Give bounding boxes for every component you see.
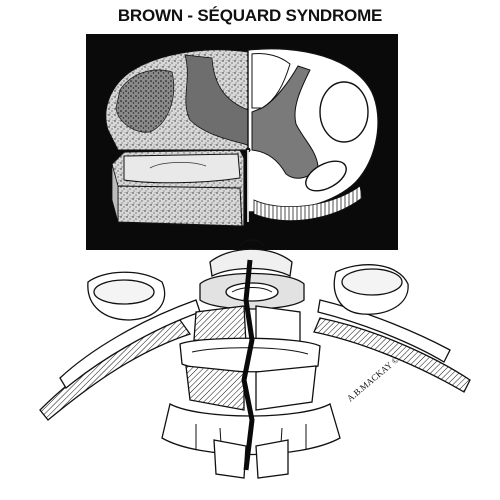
spinal-cord-cross-section xyxy=(86,34,398,250)
vertebral-body-2-right xyxy=(255,365,317,411)
vertebral-body-2 xyxy=(185,365,245,411)
cervical-vertebra xyxy=(39,239,471,479)
left-facet xyxy=(93,279,155,305)
intact-cut-edge xyxy=(253,185,363,221)
spinal-canal-cord xyxy=(225,282,279,302)
intact-gray-matter xyxy=(251,65,319,179)
left-transverse-process xyxy=(39,319,192,421)
lesioned-lateral-column xyxy=(115,69,175,133)
intact-lateral-funiculus xyxy=(319,81,369,143)
lesioned-gray-matter xyxy=(184,54,249,146)
hemisection-line xyxy=(241,259,255,471)
right-transverse-process xyxy=(313,317,471,393)
diagram-title: BROWN - SÉQUARD SYNDROME xyxy=(117,6,383,25)
intact-ventral-funiculus xyxy=(305,160,347,192)
lower-stem xyxy=(213,439,247,479)
right-lower-process xyxy=(317,299,451,363)
lesioned-block xyxy=(111,149,245,227)
right-facet xyxy=(341,268,403,296)
artist-signature: A.B.MACKAY © xyxy=(345,354,401,404)
